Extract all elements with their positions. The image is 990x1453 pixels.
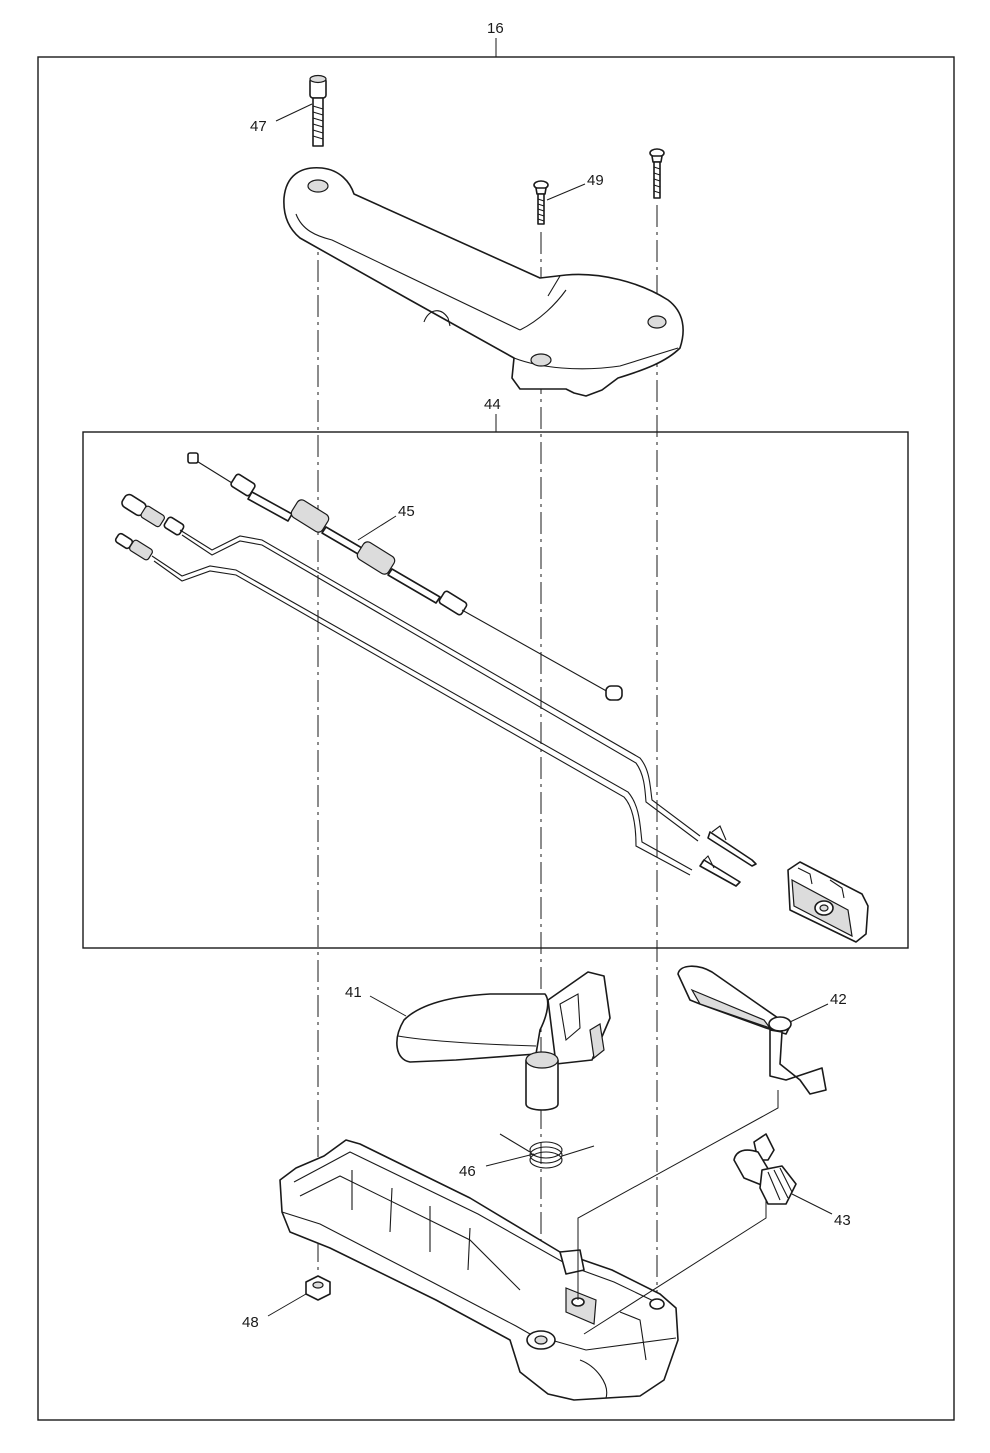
callout-41: 41: [345, 984, 362, 1001]
wire-harness: [114, 493, 757, 887]
handle-housing-lower: [279, 1139, 679, 1401]
leader-45: [357, 515, 397, 541]
screw-49: [533, 180, 549, 225]
callout-46: 46: [459, 1163, 476, 1180]
callout-47: 47: [250, 118, 267, 135]
leader-49: [546, 183, 586, 201]
callout-49: 49: [587, 172, 604, 189]
leader-41: [369, 995, 407, 1017]
callout-45: 45: [398, 503, 415, 520]
torsion-spring: [499, 1133, 595, 1169]
leader-42: [789, 1003, 829, 1023]
leader-42-to-housing: [577, 1090, 779, 1300]
callout-42: 42: [830, 991, 847, 1008]
assembly-axes: [317, 190, 658, 1340]
assembly-number: 16: [487, 20, 504, 37]
subassembly-number: 44: [484, 396, 501, 413]
leader-43: [791, 1193, 833, 1215]
leader-46: [485, 1153, 535, 1167]
handle-cover-upper: [283, 167, 684, 397]
adjustment-knob: [733, 1133, 797, 1205]
leader-47: [275, 103, 313, 122]
throttle-trigger: [396, 971, 611, 1111]
leader-48: [267, 1293, 307, 1317]
leader-43-to-housing: [583, 1200, 767, 1335]
callout-48: 48: [242, 1314, 259, 1331]
callout-43: 43: [834, 1212, 851, 1229]
hex-nut: [305, 1275, 331, 1301]
stop-switch: [787, 861, 869, 943]
subassembly-frame: [82, 431, 909, 949]
lock-lever: [677, 965, 827, 1095]
throttle-cable: [187, 452, 623, 701]
screw-right: [649, 148, 665, 199]
screw-47: [309, 74, 327, 147]
